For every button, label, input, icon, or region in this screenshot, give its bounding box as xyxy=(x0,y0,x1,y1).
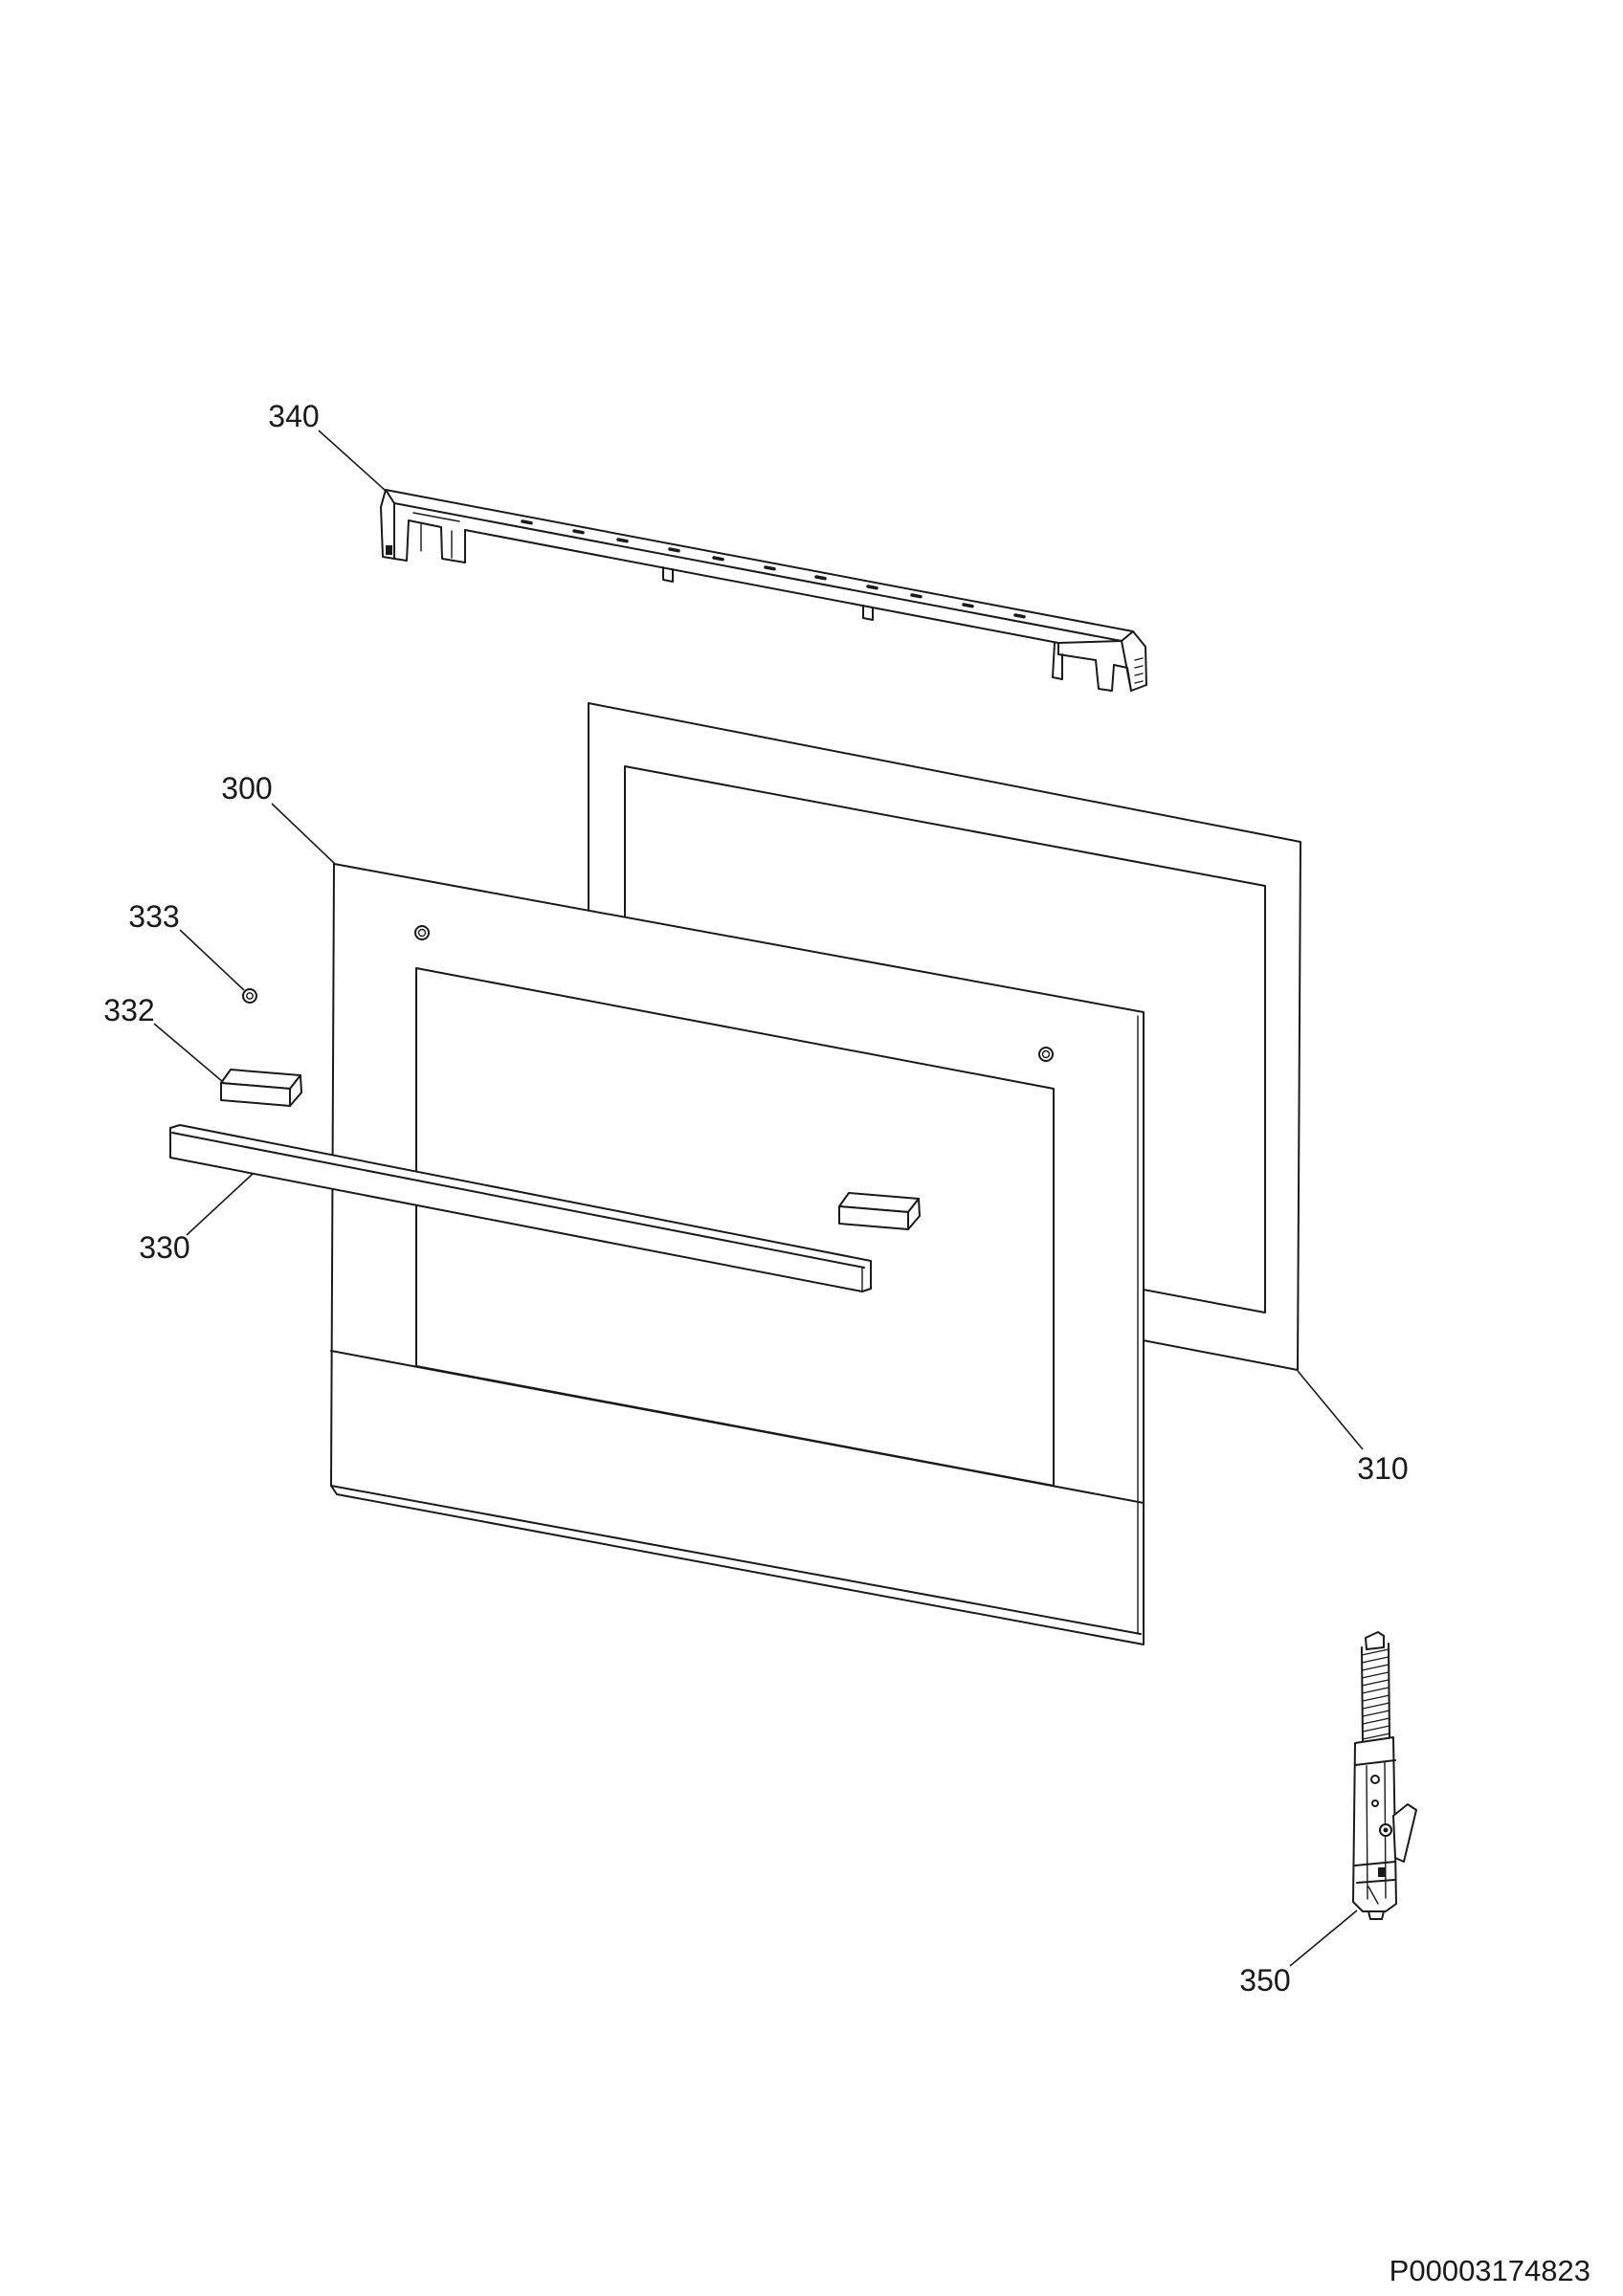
leader-line-310 xyxy=(1297,1370,1364,1450)
leader-line-333 xyxy=(179,929,245,991)
leader-line-340 xyxy=(318,430,387,492)
mounting-hole-icon xyxy=(1038,1047,1054,1062)
leader-line-332 xyxy=(153,1023,224,1083)
callout-310: 310 xyxy=(1357,1451,1408,1486)
leader-line-350 xyxy=(1289,1910,1358,1967)
handle-bar-part xyxy=(169,1124,872,1292)
screw-part xyxy=(242,988,257,1004)
callout-332: 332 xyxy=(103,993,154,1027)
callout-300: 300 xyxy=(221,771,272,806)
callout-350: 350 xyxy=(1239,1963,1290,1998)
callout-340: 340 xyxy=(268,399,319,433)
leader-line-300 xyxy=(271,803,336,865)
drawing-number: P00003174823 xyxy=(1390,2254,1590,2287)
mounting-hole-icon xyxy=(414,925,430,940)
door-hinge-part xyxy=(1352,1631,1417,1920)
handle-end-cap-part xyxy=(220,1069,302,1107)
leader-line-330 xyxy=(186,1173,254,1236)
callout-333: 333 xyxy=(128,899,179,934)
handle-end-cap-part xyxy=(838,1192,921,1230)
upper-trim-strip-part xyxy=(380,489,1147,692)
callout-330: 330 xyxy=(139,1230,189,1265)
